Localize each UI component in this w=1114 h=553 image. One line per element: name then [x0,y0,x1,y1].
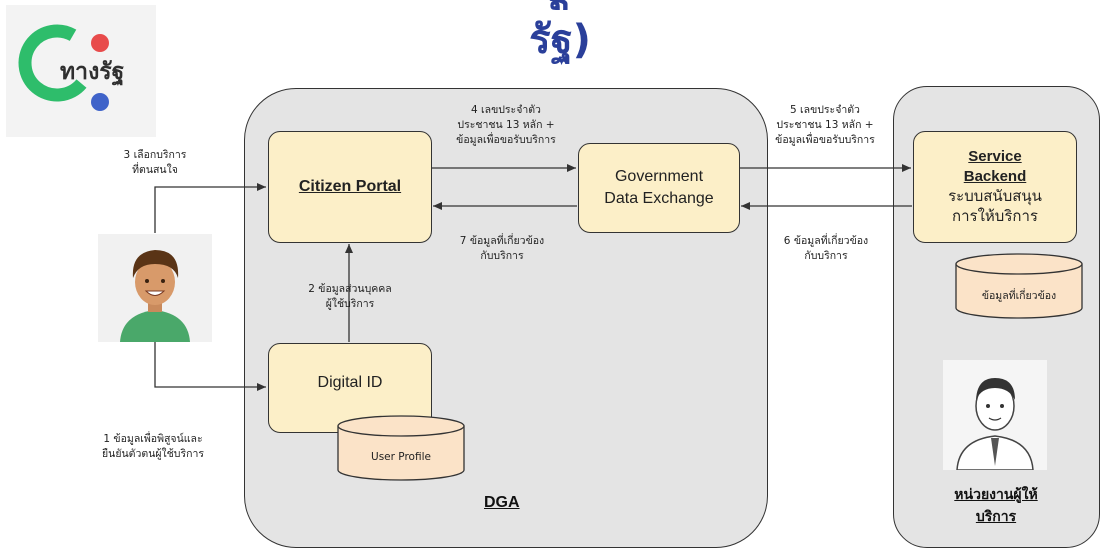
edge-label-1: 1 ข้อมูลเพื่อพิสูจน์และ ยืนยันตัวตนผู้ใช… [78,432,228,462]
service-backend-box: Service Backend ระบบสนับสนุน การให้บริกา… [913,131,1077,243]
related-data-database-icon [955,253,1083,319]
edge-label-1-line1: 1 ข้อมูลเพื่อพิสูจน์และ [103,433,203,445]
agency-label: หน่วยงานผู้ให้ บริการ [906,484,1086,528]
edge-label-6: 6 ข้อมูลที่เกี่ยวข้อง กับบริการ [764,234,888,264]
edge-label-6-line2: กับบริการ [804,250,848,262]
user-profile-label: User Profile [371,451,431,463]
edge-label-3: 3 เลือกบริการ ที่ตนสนใจ [100,148,210,178]
service-backend-desc-line2: การให้บริการ [952,208,1038,225]
edge-label-7: 7 ข้อมูลที่เกี่ยวข้อง กับบริการ [440,234,564,264]
agency-officer-icon [943,360,1047,471]
edge-label-7-line1: 7 ข้อมูลที่เกี่ยวข้อง [459,235,545,247]
logo-text: ทางรัฐ [60,59,125,85]
edge-label-3-line2: ที่ตนสนใจ [132,164,178,176]
dga-label: DGA [484,494,520,511]
user-profile-database-icon [337,415,465,481]
edge-label-5-line1: 5 เลขประจำตัว [790,104,860,116]
edge-label-1-line2: ยืนยันตัวตนผู้ใช้บริการ [102,448,204,460]
gde-box: Government Data Exchange [578,143,740,233]
edge-label-4-line1: 4 เลขประจำตัว [471,104,541,116]
edge-label-6-line1: 6 ข้อมูลที่เกี่ยวข้อง [783,235,869,247]
edge-label-5: 5 เลขประจำตัว ประชาชน 13 หลัก + ข้อมูลเพ… [756,103,894,148]
diagram-title: ฐ รัฐ) [470,0,650,70]
edge-label-5-line3: ข้อมูลเพื่อขอรับบริการ [775,134,875,146]
arrow-select-service [154,183,266,233]
edge-label-5-line2: ประชาชน 13 หลัก + [776,119,874,131]
agency-label-line2: บริการ [975,509,1017,525]
related-data-label: ข้อมูลที่เกี่ยวข้อง [981,290,1057,302]
citizen-user-icon [98,234,212,342]
agency-label-line1: หน่วยงานผู้ให้ [954,487,1038,503]
diagram-title-line2: รัฐ) [529,17,591,63]
citizen-portal-label: Citizen Portal [298,178,402,195]
tangrat-logo [6,5,156,137]
edge-label-4: 4 เลขประจำตัว ประชาชน 13 หลัก + ข้อมูลเพ… [438,103,574,148]
citizen-portal-box: Citizen Portal [268,131,432,243]
gde-label-line2: Data Exchange [604,190,714,207]
edge-label-3-line1: 3 เลือกบริการ [123,149,187,161]
edge-label-7-line2: กับบริการ [480,250,524,262]
arrow-verify-identity [154,338,266,391]
logo-mark-icon [18,24,109,111]
edge-label-2: 2 ข้อมูลส่วนบุคคล ผู้ใช้บริการ [290,282,410,312]
service-backend-desc-line1: ระบบสนับสนุน [948,188,1042,205]
edge-label-2-line2: ผู้ใช้บริการ [325,298,375,310]
digital-id-label: Digital ID [317,374,383,391]
edge-label-4-line2: ประชาชน 13 หลัก + [457,119,555,131]
edge-label-2-line1: 2 ข้อมูลส่วนบุคคล [308,283,392,295]
service-backend-title-line2: Backend [963,168,1027,185]
edge-label-4-line3: ข้อมูลเพื่อขอรับบริการ [456,134,556,146]
gde-label-line1: Government [614,168,704,185]
service-backend-title-line1: Service [968,148,1022,165]
diagram-title-line1: ฐ [470,0,650,10]
